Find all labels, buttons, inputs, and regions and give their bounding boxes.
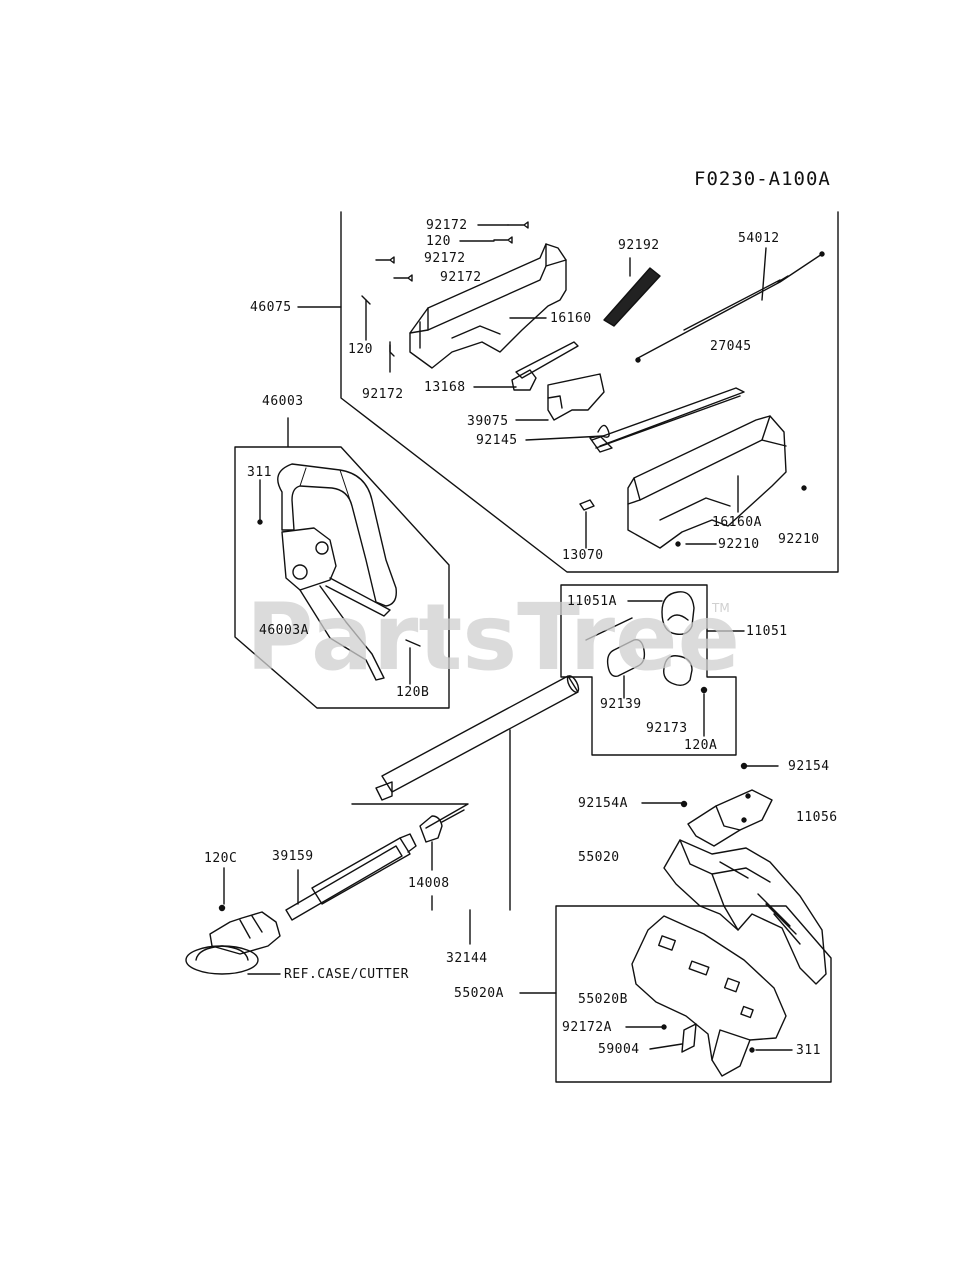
part-label[interactable]: 92154	[788, 759, 830, 774]
guard-plate-55020B	[631, 915, 787, 1077]
shaft-tube-32144	[351, 675, 580, 829]
screw-92154A	[680, 800, 688, 808]
leader-lines-guard-group	[519, 992, 793, 1051]
part-label[interactable]: 92172A	[562, 1020, 612, 1035]
handle-housing-16160	[409, 243, 567, 369]
part-label[interactable]: 13168	[424, 380, 466, 395]
leader-lines-lower-left	[223, 841, 471, 975]
part-label[interactable]: 92172	[362, 387, 404, 402]
part-label[interactable]: 14008	[408, 876, 450, 891]
part-label[interactable]: 120B	[396, 685, 430, 700]
screw-311-guard	[749, 1047, 755, 1053]
part-label[interactable]: 46003A	[259, 623, 309, 638]
clamp-11051A	[661, 591, 695, 636]
part-label[interactable]: 55020	[578, 850, 620, 865]
part-label[interactable]: 39075	[467, 414, 509, 429]
diagram-code: F0230-A100A	[694, 168, 831, 190]
drive-shaft-39159	[285, 809, 465, 921]
part-label[interactable]: 120	[348, 342, 373, 357]
part-label[interactable]: 92172	[424, 251, 466, 266]
throttle-cable-54012	[635, 251, 825, 363]
part-label[interactable]: 11051A	[567, 594, 617, 609]
part-label[interactable]: 16160	[550, 311, 592, 326]
part-label[interactable]: 11051	[746, 624, 788, 639]
part-label[interactable]: 13070	[562, 548, 604, 563]
group-frame-46075	[340, 211, 839, 573]
screw-92210-a	[675, 541, 681, 547]
part-label[interactable]: 59004	[598, 1042, 640, 1057]
part-label[interactable]: 92172	[440, 270, 482, 285]
guard-55020	[663, 839, 827, 985]
part-label[interactable]: 92210	[718, 537, 760, 552]
part-label[interactable]: REF.CASE/CUTTER	[284, 967, 409, 982]
part-label[interactable]: 32144	[446, 951, 488, 966]
group-frame-55020A	[555, 905, 832, 1083]
part-label[interactable]: 11056	[796, 810, 838, 825]
gear-case-cutter	[185, 904, 281, 975]
part-label[interactable]: 92139	[600, 697, 642, 712]
part-label[interactable]: 311	[247, 465, 272, 480]
clamp-lower	[663, 655, 693, 687]
part-label[interactable]: 39159	[272, 849, 314, 864]
screw-120A	[700, 686, 708, 694]
spacer-92139	[606, 639, 646, 677]
part-label[interactable]: 92145	[476, 433, 518, 448]
part-label[interactable]: 92172	[426, 218, 468, 233]
part-label[interactable]: 46075	[250, 300, 292, 315]
part-label[interactable]: 92173	[646, 721, 688, 736]
leader-lines-guard	[641, 765, 779, 804]
part-label[interactable]: 92210	[778, 532, 820, 547]
group-frame-46003	[234, 417, 450, 709]
clip-13070	[579, 499, 595, 511]
handle-housing-16160A	[589, 387, 787, 549]
watermark-trademark: TM	[712, 601, 730, 615]
part-label[interactable]: 92154A	[578, 796, 628, 811]
throttle-trigger-13168	[511, 341, 579, 391]
part-label[interactable]: 27045	[710, 339, 752, 354]
guard-bracket-11056	[687, 789, 773, 847]
part-label[interactable]: 54012	[738, 231, 780, 246]
part-label[interactable]: 120	[426, 234, 451, 249]
part-label[interactable]: 55020B	[578, 992, 628, 1007]
leader-lines-clamp	[585, 600, 745, 737]
lockout-lever-39075	[547, 373, 605, 421]
part-label[interactable]: 120A	[684, 738, 718, 753]
loop-handle-46003	[257, 463, 421, 681]
partstree-watermark: PartsTree	[246, 584, 740, 691]
part-label[interactable]: 92192	[618, 238, 660, 253]
plate-59004	[681, 1023, 697, 1053]
leader-lines-handle	[259, 479, 411, 685]
part-label[interactable]: 46003	[262, 394, 304, 409]
leader-lines-top	[297, 224, 767, 549]
spring-92145	[597, 424, 610, 438]
part-label[interactable]: 120C	[204, 851, 238, 866]
part-label[interactable]: 55020A	[454, 986, 504, 1001]
grip-sleeve-92192	[603, 267, 661, 327]
part-label[interactable]: 311	[796, 1043, 821, 1058]
part-label[interactable]: 16160A	[712, 515, 762, 530]
screw-92210-b	[801, 485, 807, 491]
